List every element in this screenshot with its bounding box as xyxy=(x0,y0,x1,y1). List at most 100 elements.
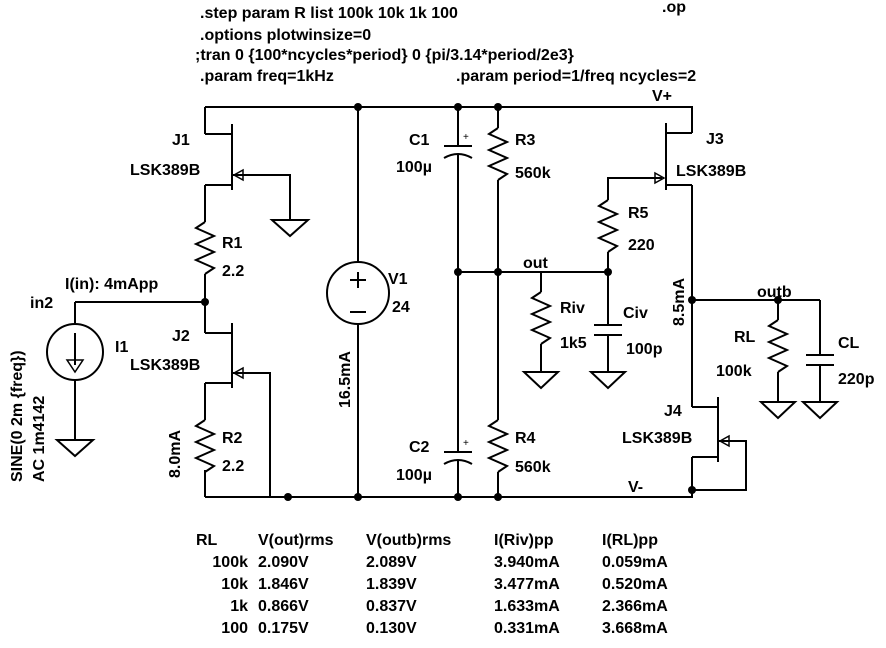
directive-op: .op xyxy=(662,0,686,16)
net-label-in2: in2 xyxy=(30,295,53,312)
j1-ref: J1 xyxy=(172,132,190,149)
cell-irl: 3.668mA xyxy=(602,620,668,637)
header-vout: V(out)rms xyxy=(258,532,334,549)
cell-irl: 0.059mA xyxy=(602,554,668,571)
junction-c2-bottom xyxy=(454,493,462,501)
junction-out xyxy=(494,268,502,276)
resistor-r1 xyxy=(193,185,217,302)
junction-out-left xyxy=(454,268,462,276)
cell-irl: 2.366mA xyxy=(602,598,668,615)
jfet-j1 xyxy=(205,124,291,220)
cell-rl: 10k xyxy=(221,576,248,593)
cell-voutb: 0.130V xyxy=(366,620,417,637)
j4-ref: J4 xyxy=(664,403,682,420)
cell-vout: 2.090V xyxy=(258,554,309,571)
civ-value: 100p xyxy=(626,341,663,358)
junction-j4-gate xyxy=(688,486,696,494)
v1-ref: V1 xyxy=(388,271,408,288)
resistor-r5 xyxy=(596,177,662,272)
j2-ref: J2 xyxy=(172,328,190,345)
j2-model: LSK389B xyxy=(130,357,200,374)
voltage-source-v1 xyxy=(326,107,390,497)
r2-current-annotation: 8.0mA xyxy=(167,430,184,478)
directive-options: .options plotwinsize=0 xyxy=(200,27,371,44)
c2-ref: C2 xyxy=(409,439,430,456)
current-source-i1 xyxy=(46,323,104,458)
v1-value: 24 xyxy=(392,299,410,316)
resistor-r2 xyxy=(193,383,217,497)
svg-text:+: + xyxy=(463,132,469,143)
c1-value: 100µ xyxy=(396,159,432,176)
net-label-vplus: V+ xyxy=(652,88,672,105)
cl-value: 220p xyxy=(838,371,875,388)
in2-wire xyxy=(74,301,205,323)
r1-value: 2.2 xyxy=(222,263,244,280)
cell-iriv: 0.331mA xyxy=(494,620,560,637)
cell-vout: 0.175V xyxy=(258,620,309,637)
capacitor-c1: + xyxy=(443,107,473,272)
r2-value: 2.2 xyxy=(222,458,244,475)
cell-vout: 1.846V xyxy=(258,576,309,593)
capacitor-cl xyxy=(800,300,840,420)
j1-model: LSK389B xyxy=(130,162,200,179)
directive-param-period: .param period=1/freq ncycles=2 xyxy=(456,68,696,85)
cell-rl: 100k xyxy=(212,554,248,571)
junction-r3-top xyxy=(494,103,502,111)
r1-ref: R1 xyxy=(222,235,243,252)
resistor-r4 xyxy=(486,272,510,497)
net-label-outb: outb xyxy=(757,284,792,301)
directive-tran: ;tran 0 {100*ncycles*period} 0 {pi/3.14*… xyxy=(195,47,574,64)
r4-value: 560k xyxy=(515,459,551,476)
jfet-j2 xyxy=(204,302,271,497)
cell-voutb: 1.839V xyxy=(366,576,417,593)
cl-ref: CL xyxy=(838,335,860,352)
cell-iriv: 1.633mA xyxy=(494,598,560,615)
i1-value-ac: AC 1m4142 xyxy=(31,396,48,482)
j3-current-annotation: 8.5mA xyxy=(671,278,688,326)
cell-iriv: 3.940mA xyxy=(494,554,560,571)
c1-ref: C1 xyxy=(409,132,430,149)
jfet-j4 xyxy=(691,300,747,497)
junction-r4-bottom xyxy=(494,493,502,501)
junction-v1-top xyxy=(354,103,362,111)
header-voutb: V(outb)rms xyxy=(366,532,452,549)
net-label-vminus: V- xyxy=(628,479,643,496)
j3-model: LSK389B xyxy=(676,163,746,180)
capacitor-civ xyxy=(588,272,628,390)
c2-value: 100µ xyxy=(396,467,432,484)
jfet-j3 xyxy=(654,123,693,300)
r2-ref: R2 xyxy=(222,430,243,447)
civ-ref: Civ xyxy=(623,305,648,322)
r3-value: 560k xyxy=(515,165,551,182)
directive-param-freq: .param freq=1kHz xyxy=(200,68,334,85)
r5-value: 220 xyxy=(628,237,655,254)
results-table: RL V(out)rms V(outb)rms I(Riv)pp I(RL)pp… xyxy=(190,530,702,640)
svg-text:+: + xyxy=(463,438,469,449)
rl-value: 100k xyxy=(716,363,752,380)
net-label-out: out xyxy=(523,255,549,272)
resistor-rl xyxy=(758,300,798,420)
junction-c1-top xyxy=(454,103,462,111)
riv-ref: Riv xyxy=(560,300,585,317)
resistor-r3 xyxy=(486,107,510,272)
vminus-rail xyxy=(204,470,693,498)
r3-ref: R3 xyxy=(515,132,536,149)
header-rl: RL xyxy=(196,532,218,549)
junction-j2-gate xyxy=(284,493,292,501)
r5-ref: R5 xyxy=(628,205,649,222)
header-irl: I(RL)pp xyxy=(602,532,658,549)
i1-ref: I1 xyxy=(115,339,128,356)
i1-value-sine: SINE(0 2m {freq}) xyxy=(9,350,26,482)
v1-current-annotation: 16.5mA xyxy=(337,351,354,408)
table-row: 100 0.175V 0.130V 0.331mA 3.668mA xyxy=(190,618,702,640)
results-header-row: RL V(out)rms V(outb)rms I(Riv)pp I(RL)pp xyxy=(190,530,702,552)
directive-step: .step param R list 100k 10k 1k 100 xyxy=(200,5,458,22)
cell-irl: 0.520mA xyxy=(602,576,668,593)
table-row: 100k 2.090V 2.089V 3.940mA 0.059mA xyxy=(190,552,702,574)
j3-ref: J3 xyxy=(706,131,724,148)
r4-ref: R4 xyxy=(515,430,536,447)
cell-voutb: 2.089V xyxy=(366,554,417,571)
iin-annotation: I(in): 4mApp xyxy=(65,276,159,293)
vplus-rail xyxy=(204,106,693,134)
cell-iriv: 3.477mA xyxy=(494,576,560,593)
